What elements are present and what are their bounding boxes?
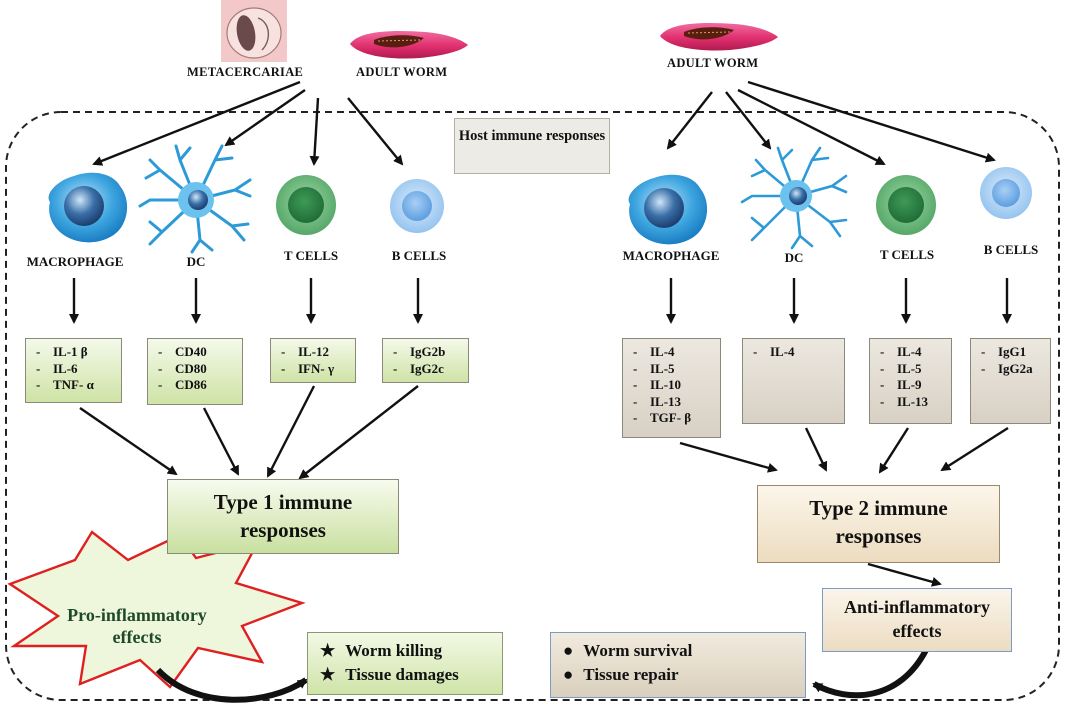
type2-response-box: Type 2 immune responses [757, 485, 1000, 563]
marker-item: CD40 [175, 344, 207, 359]
type1-response-line1: Type 1 immune [213, 490, 353, 514]
adult-worm-left-image [350, 31, 468, 59]
right-dc-label: DC [784, 250, 804, 265]
right-b-cells-label: B CELLS [983, 242, 1039, 257]
marker-item: IgG2b [410, 344, 446, 359]
pro-inflammatory-burst [7, 530, 306, 689]
metacercariae-label: METACERCARIAE [187, 65, 304, 79]
star-icon: ★ [320, 665, 336, 684]
marker-item: IL-4 [650, 344, 675, 359]
marker-item: IL-13 [897, 393, 929, 409]
host-immune-responses-box: Host immune responses [454, 118, 610, 174]
left-dc-label: DC [186, 254, 206, 269]
outcome-item: Tissue damages [345, 665, 459, 684]
right-t-cell-image [876, 175, 936, 235]
right-macrophage-image [628, 174, 708, 245]
marker-item: TGF- β [650, 410, 692, 425]
dot-icon: ● [563, 641, 574, 660]
right-dc-markers: -IL-4 [742, 338, 845, 424]
curved-arrow-right [812, 648, 929, 699]
arrows-organisms-to-cells [92, 80, 996, 166]
marker-item: IL-5 [650, 360, 675, 376]
dot-icon: ● [563, 665, 574, 684]
marker-item: IL-5 [897, 360, 922, 376]
anti-inflammatory-box: Anti-inflammatory effects [822, 588, 1012, 652]
marker-item: IL-4 [897, 344, 922, 359]
left-dc-markers: -CD40 -CD80 -CD86 [147, 338, 243, 405]
left-t-cells-markers: -IL-12 -IFN- γ [270, 338, 356, 383]
outcome-item: Worm killing [345, 641, 443, 660]
right-macrophage-markers: -IL-4 -IL-5 -IL-10 -IL-13 -TGF- β [622, 338, 721, 438]
star-icon: ★ [320, 641, 336, 660]
pro-inflammatory-line1: Pro-inflammatory [67, 605, 207, 625]
left-macrophage-markers: -IL-1 β -IL-6 -TNF- α [25, 338, 122, 403]
outcome-item: Worm survival [583, 641, 693, 660]
outcome-item: Tissue repair [583, 665, 679, 684]
adult-worm-right-label: ADULT WORM [667, 56, 759, 70]
right-t-cells-markers: -IL-4 -IL-5 -IL-9 -IL-13 [869, 338, 952, 424]
right-b-cell-image [980, 167, 1032, 219]
left-b-cell-image [390, 179, 444, 233]
left-dc-image [138, 144, 252, 254]
marker-item: CD86 [175, 377, 207, 392]
left-macrophage-image [48, 172, 128, 243]
anti-inflammatory-line1: Anti-inflammatory [844, 597, 990, 617]
arrows-cells-to-markers [69, 278, 1012, 324]
left-t-cells-label: T CELLS [283, 248, 339, 263]
curved-arrow-left [155, 667, 308, 703]
marker-item: IgG1 [998, 344, 1027, 359]
arrows-markers-to-responses [79, 385, 1009, 480]
marker-item: IL-6 [53, 360, 78, 376]
marker-item: IFN- γ [298, 360, 335, 376]
pro-inflammatory-line2: effects [112, 627, 162, 647]
left-b-cells-markers: -IgG2b -IgG2c [382, 338, 469, 383]
marker-item: TNF- α [53, 377, 94, 392]
right-b-cells-markers: -IgG1 -IgG2a [970, 338, 1051, 424]
marker-item: IL-9 [897, 377, 922, 392]
left-t-cell-image [276, 175, 336, 235]
right-t-cells-label: T CELLS [879, 247, 935, 262]
right-outcomes-box: ● Worm survival ● Tissue repair [550, 632, 806, 698]
left-outcomes-box: ★ Worm killing ★ Tissue damages [307, 632, 503, 695]
left-b-cells-label: B CELLS [391, 248, 447, 263]
marker-item: IgG2a [998, 360, 1033, 376]
marker-item: IgG2c [410, 360, 444, 376]
type2-response-line1: Type 2 immune [809, 496, 948, 520]
adult-worm-right-image [660, 23, 778, 51]
anti-inflammatory-line2: effects [892, 621, 942, 641]
marker-item: IL-4 [770, 344, 795, 359]
host-boundary [5, 111, 1060, 701]
right-dc-image [740, 146, 848, 250]
marker-item: CD80 [175, 360, 207, 376]
marker-item: IL-13 [650, 393, 682, 409]
marker-item: IL-1 β [53, 344, 88, 359]
type1-response-line2: responses [240, 518, 326, 542]
marker-item: IL-12 [298, 344, 330, 359]
marker-item: IL-10 [650, 377, 682, 392]
pro-inflammatory-label: Pro-inflammatory effects [62, 604, 212, 648]
metacercariae-image [221, 0, 287, 62]
adult-worm-left-label: ADULT WORM [356, 65, 448, 79]
type1-response-box: Type 1 immune responses [167, 479, 399, 554]
right-macrophage-label: MACROPHAGE [622, 248, 720, 263]
type2-response-line2: responses [835, 524, 922, 548]
left-macrophage-label: MACROPHAGE [26, 254, 124, 269]
